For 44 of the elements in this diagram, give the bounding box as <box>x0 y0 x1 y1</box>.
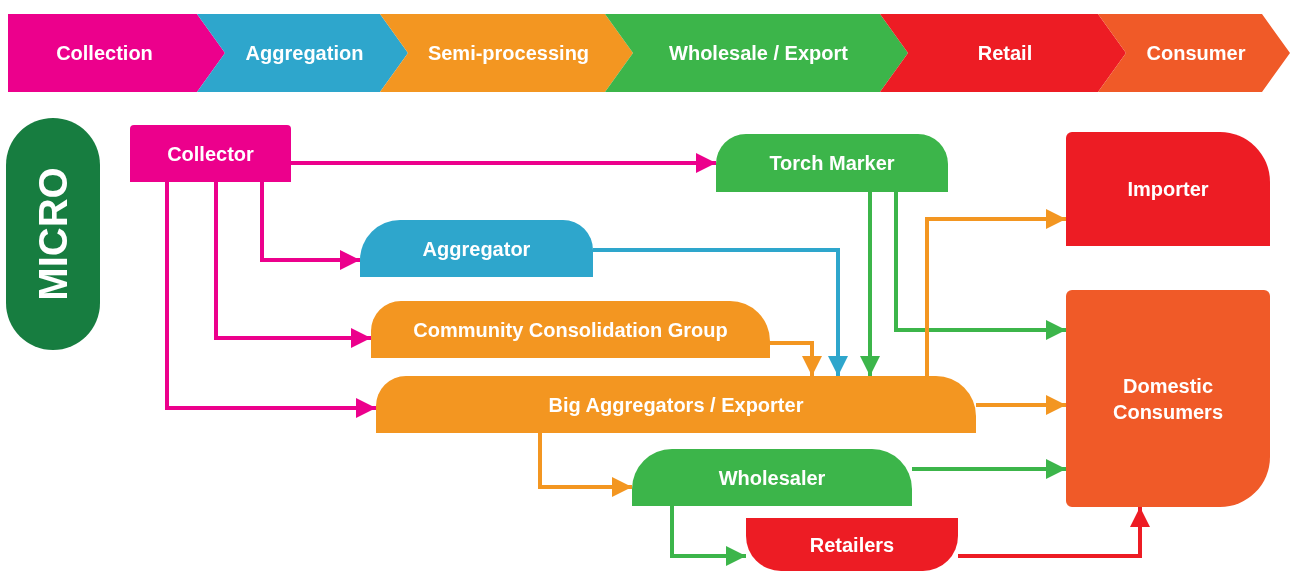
process-box <box>1066 132 1270 246</box>
process-box <box>716 134 948 192</box>
process-box <box>632 449 912 506</box>
box-label: Torch Marker <box>769 151 895 176</box>
stage-banner <box>197 14 408 92</box>
box-label: Big Aggregators / Exporter <box>548 392 804 418</box>
stage-label: Collection <box>56 41 153 66</box>
box-label: Wholesaler <box>718 465 826 491</box>
arrow <box>214 182 371 348</box>
box-label: Domestic Consumers <box>1112 373 1224 425</box>
stage-label: Semi-processing <box>427 41 590 66</box>
box-label: Community Consolidation Group <box>413 317 728 343</box>
process-box <box>130 125 291 182</box>
arrow <box>538 433 632 497</box>
arrow <box>976 395 1066 415</box>
arrow <box>912 459 1066 479</box>
process-box <box>376 376 976 433</box>
box-label: Retailers <box>809 532 895 558</box>
process-box <box>360 220 593 277</box>
process-box <box>1066 290 1270 507</box>
arrow <box>260 182 360 270</box>
stage-banner <box>1098 14 1290 92</box>
box-label: Collector <box>167 141 254 167</box>
stage-label: Wholesale / Export <box>669 41 848 66</box>
arrow <box>593 248 848 376</box>
stage-label: Consumer <box>1146 41 1246 66</box>
arrow <box>770 341 822 376</box>
stage-banner <box>880 14 1126 92</box>
band-label: MICRO <box>30 167 76 301</box>
arrow <box>670 506 746 566</box>
process-box <box>746 518 958 571</box>
arrow <box>860 192 880 376</box>
arrow <box>165 182 376 418</box>
arrow <box>925 209 1066 376</box>
arrow <box>291 153 716 173</box>
stage-banner <box>8 14 225 92</box>
arrow <box>894 192 1066 340</box>
stage-label: Aggregation <box>245 41 364 66</box>
stage-banner <box>380 14 633 92</box>
arrow <box>958 507 1150 558</box>
process-box <box>371 301 770 358</box>
stage-label: Retail <box>977 41 1033 66</box>
box-label: Importer <box>1127 177 1209 202</box>
box-label: Aggregator <box>422 236 531 262</box>
